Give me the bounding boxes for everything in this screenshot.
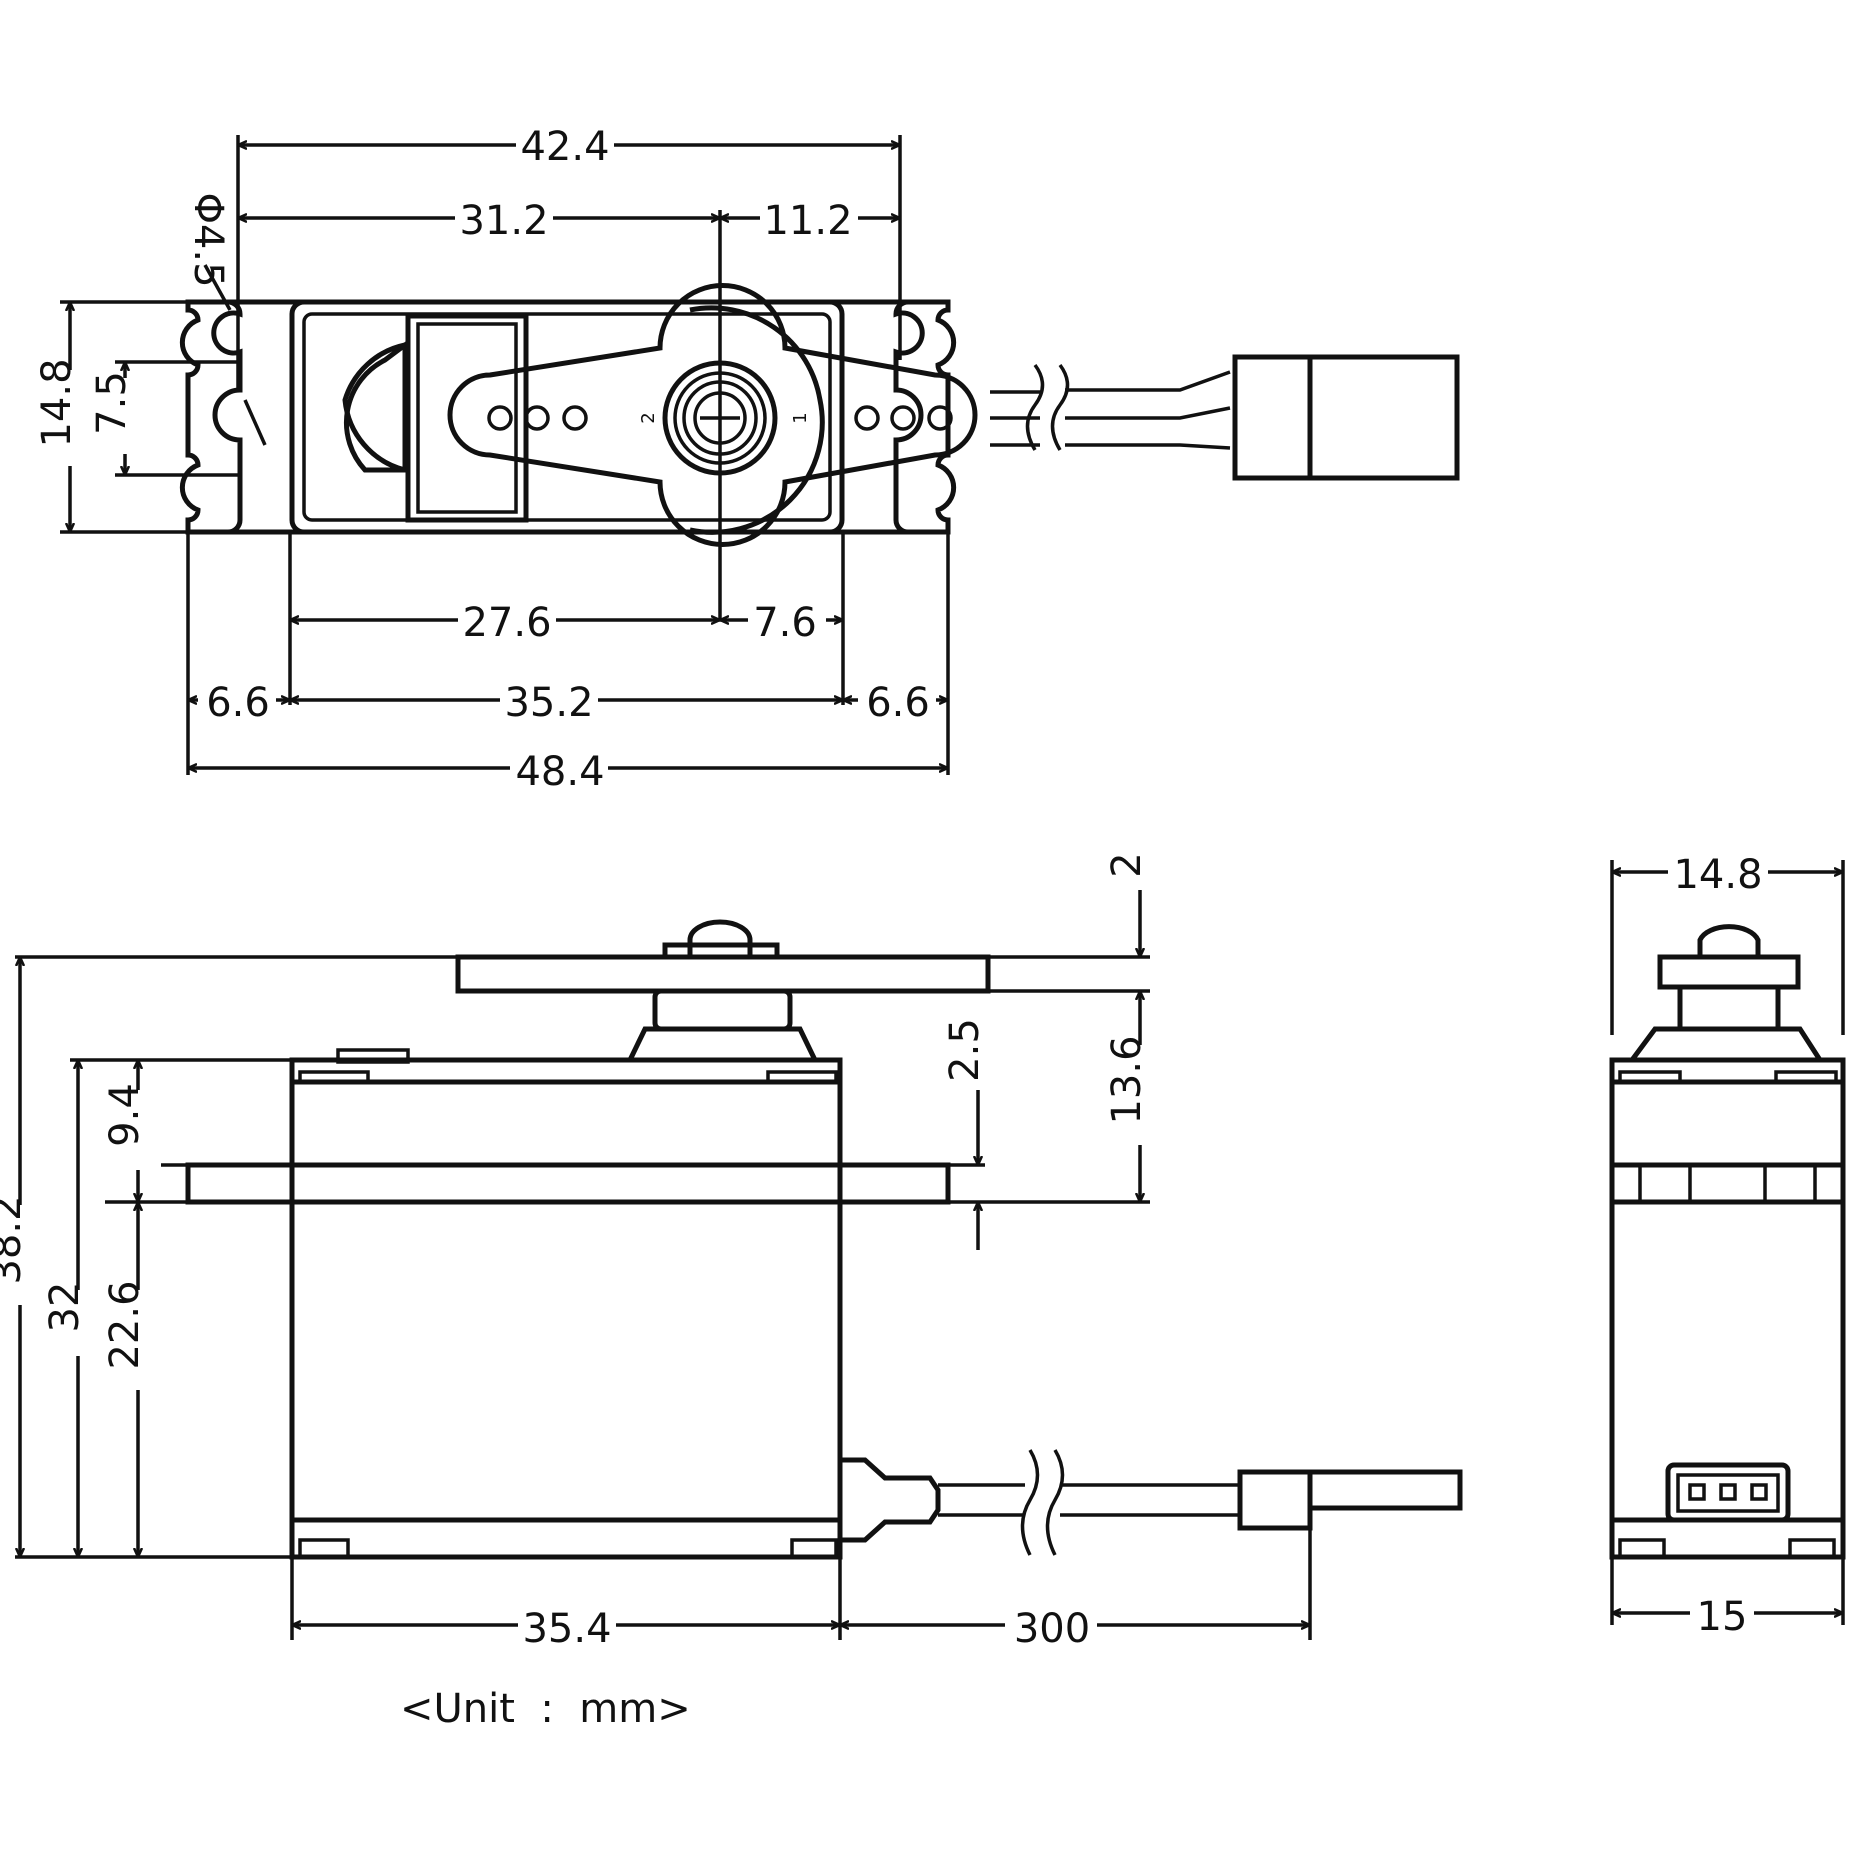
end-view: 14.8 15 [1609,848,1846,1640]
cable-top [990,354,1460,481]
mounting-flange-top [179,299,243,535]
dim-14-8-left: 14.8 [34,358,80,447]
dim-2-5: 2.5 [942,1018,988,1082]
dim-7-6: 7.6 [753,600,817,646]
connector-side [1237,1469,1313,1531]
dim-6-6-left: 6.6 [206,680,270,726]
horn-side [455,954,991,994]
top-view: 2 1 42.4 31.2 [34,120,1460,795]
unit-note: <Unit : mm> [400,1686,691,1732]
connector-port [1665,1462,1791,1523]
dim-13-6: 13.6 [1104,1035,1150,1124]
dim-9-4: 9.4 [102,1083,148,1147]
dim-31-2: 31.2 [459,198,548,244]
dim-2: 2 [1104,852,1150,877]
case-side-upper [289,1079,843,1205]
case-side-lower [289,1199,843,1523]
dim-27-6: 27.6 [462,600,551,646]
horn-label-left: 2 [638,412,659,423]
dim-48-4: 48.4 [515,749,604,795]
cable-side [840,1449,1463,1556]
dim-phi-4-5: Φ4.5 [185,192,231,287]
side-view: 2 13.6 2.5 38.2 32 9.4 22.6 35.4 300 [0,852,1463,1652]
dim-14-8-end: 14.8 [1673,852,1762,898]
dim-7-5: 7.5 [89,371,135,435]
horn-label-right: 1 [790,412,811,423]
servo-horn [447,283,978,547]
dim-15: 15 [1697,1594,1748,1640]
flange-side [185,1162,951,1205]
dim-32: 32 [42,1282,88,1333]
dim-22-6: 22.6 [102,1280,148,1369]
dim-38-2: 38.2 [0,1195,30,1284]
dim-35-2: 35.2 [504,680,593,726]
dim-35-4: 35.4 [522,1606,611,1652]
output-spline [662,360,778,476]
dim-6-6-right: 6.6 [866,680,930,726]
dim-11-2: 11.2 [763,198,852,244]
dim-300: 300 [1014,1606,1090,1652]
case-end [1609,1079,1846,1523]
connector-top [1232,354,1460,481]
case-top [289,299,845,535]
dim-42-4: 42.4 [520,124,609,170]
